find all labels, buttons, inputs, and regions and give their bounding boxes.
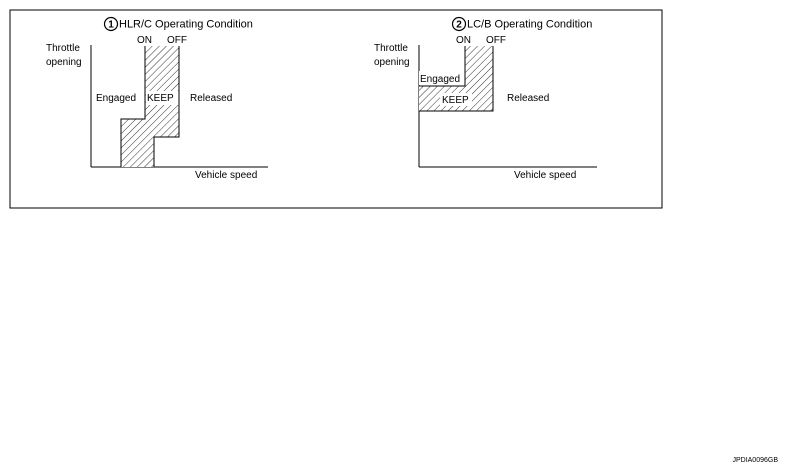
keep-label-box [440, 93, 472, 106]
keep-label: KEEP [442, 95, 469, 106]
engaged-label-box [419, 71, 464, 85]
figure-code: JPDIA0096GB [732, 457, 778, 464]
number-circle-icon [451, 16, 467, 32]
panel-lc-b: 2 LC/B Operating Condition ON OFF Thrott… [374, 16, 597, 181]
x-axis-label: Vehicle speed [195, 170, 257, 181]
off-boundary-line [153, 46, 180, 167]
y-axis-label: Throttle [46, 43, 80, 54]
off-boundary-line [419, 46, 494, 112]
y-axis-label: Throttle [374, 43, 408, 54]
keep-label-box [146, 91, 179, 105]
x-axis-label: Vehicle speed [514, 170, 576, 181]
on-boundary-line [419, 46, 466, 87]
off-label: OFF [486, 35, 506, 46]
engaged-label: Engaged [420, 74, 460, 85]
panel-hlr-c: 1 HLR/C Operating Condition ON OFF Throt… [46, 16, 268, 181]
engaged-label: Engaged [96, 93, 136, 104]
number-circle-icon [103, 16, 119, 32]
y-axis-label-line2: opening [46, 57, 82, 68]
on-label: ON [456, 35, 471, 46]
panel-title: HLR/C Operating Condition [119, 19, 253, 31]
keep-region [121, 46, 179, 167]
on-label: ON [137, 35, 152, 46]
keep-region [419, 46, 493, 111]
released-label: Released [190, 93, 232, 104]
off-label: OFF [167, 35, 187, 46]
y-axis-label-line2: opening [374, 57, 410, 68]
figure-frame [9, 9, 663, 209]
panel-number: 2 [456, 20, 462, 31]
panel-number: 1 [108, 20, 114, 31]
keep-label: KEEP [147, 93, 174, 104]
on-boundary-line [120, 46, 146, 167]
released-label: Released [507, 93, 549, 104]
panel-title: LC/B Operating Condition [467, 19, 592, 31]
